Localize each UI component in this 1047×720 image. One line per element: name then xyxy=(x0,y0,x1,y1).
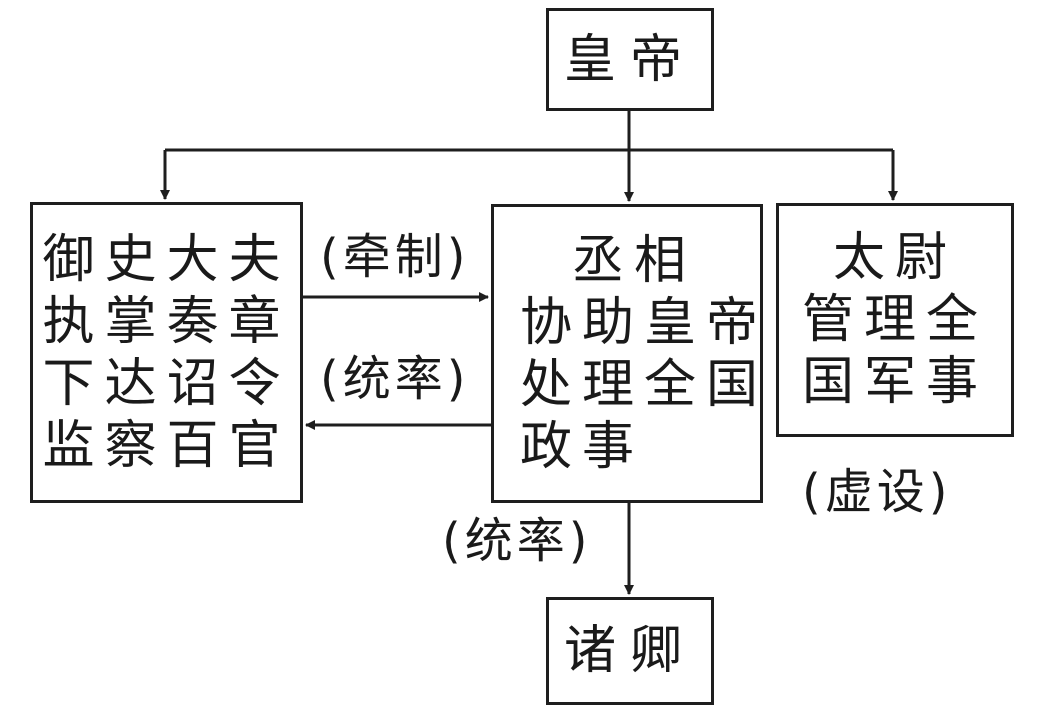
edge-label-lead-down: (统率) xyxy=(442,513,592,569)
node-chancellor-line-4: 政事 xyxy=(520,416,645,477)
node-emperor: 皇帝 xyxy=(546,8,714,111)
edge-label-check: (牵制) xyxy=(320,229,470,285)
edge-label-lead-left: (统率) xyxy=(320,351,470,407)
node-censor-line-2: 执掌奏章 xyxy=(42,291,291,352)
node-chancellor-line-3: 处理全国 xyxy=(520,354,769,415)
annotation-nominal: (虚设) xyxy=(802,464,952,520)
node-commandant: 太尉 管理全 国军事 xyxy=(776,203,1014,437)
node-censor-line-4: 监察百官 xyxy=(42,415,291,476)
node-chancellor-line-2: 协助皇帝 xyxy=(520,292,769,353)
node-censor: 御史大夫 执掌奏章 下达诏令 监察百官 xyxy=(30,202,303,503)
node-censor-line-3: 下达诏令 xyxy=(42,353,291,414)
node-commandant-title: 太尉 xyxy=(832,228,957,288)
node-emperor-label: 皇帝 xyxy=(563,29,696,90)
node-commandant-line-2: 管理全 xyxy=(801,290,988,350)
node-chancellor: 丞相 协助皇帝 处理全国 政事 xyxy=(491,204,763,503)
node-commandant-line-3: 国军事 xyxy=(801,352,988,412)
node-ministers: 诸卿 xyxy=(546,597,714,705)
node-censor-line-1: 御史大夫 xyxy=(42,229,291,290)
node-chancellor-title: 丞相 xyxy=(572,230,697,291)
node-ministers-label: 诸卿 xyxy=(563,621,696,681)
